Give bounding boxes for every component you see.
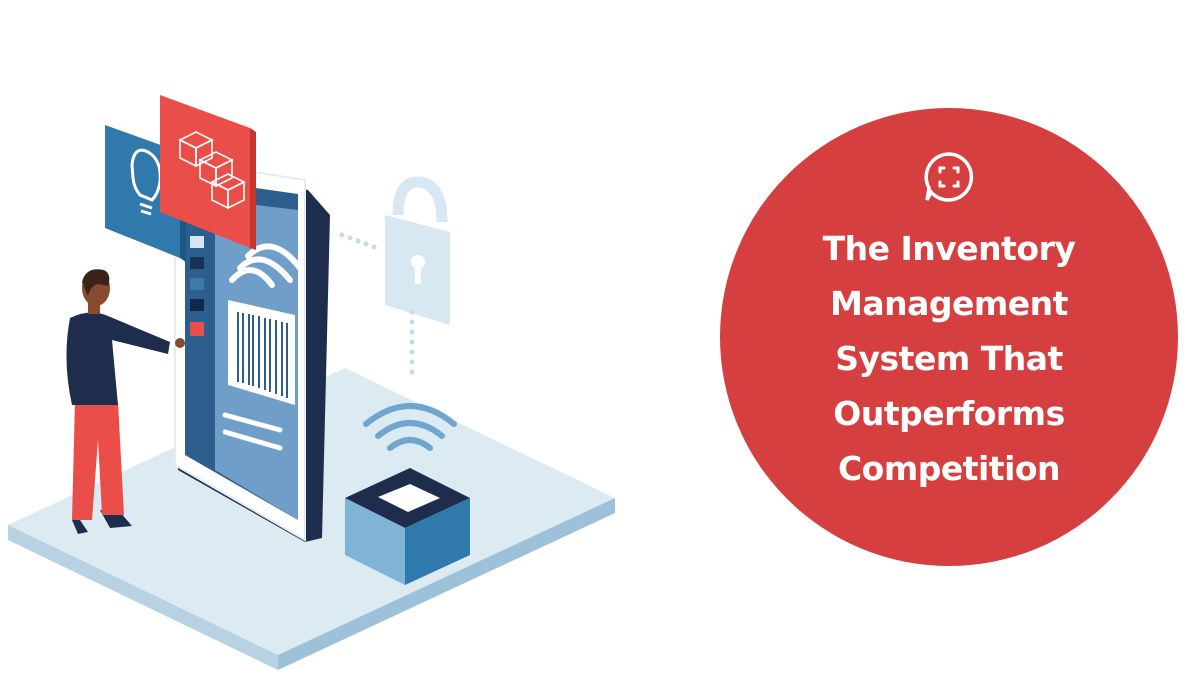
headline: The Inventory Management System That Out… [822, 229, 1076, 488]
inventory-illustration [8, 95, 615, 670]
scan-bubble-icon [924, 152, 974, 202]
padlock-icon [339, 176, 450, 375]
wifi-signal-icon [363, 403, 457, 451]
title-badge: The Inventory Management System That Out… [720, 108, 1178, 566]
barcode-icon [222, 300, 295, 451]
person [66, 269, 185, 534]
blocks-icon [160, 95, 256, 250]
wifi-icon [229, 243, 303, 288]
beacon-box [345, 468, 470, 585]
